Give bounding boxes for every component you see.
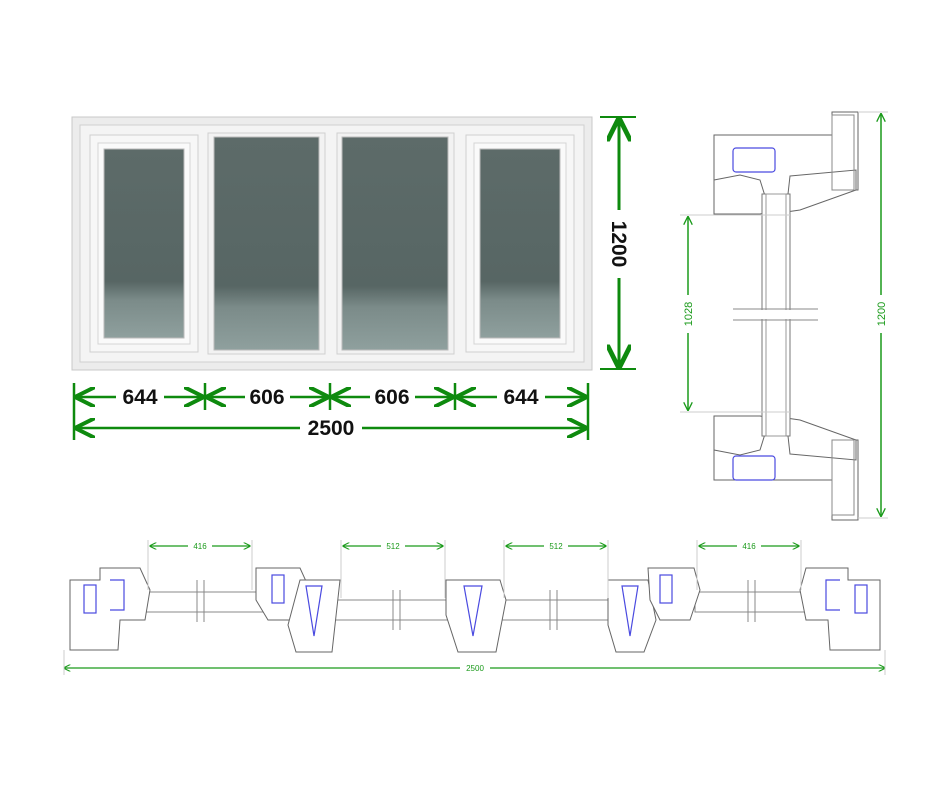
pane-2-width-label: 606 — [249, 386, 284, 409]
section-width-label: 2500 — [466, 664, 484, 673]
vertical-section: 1028 1200 — [680, 111, 888, 521]
height-label: 1200 — [607, 221, 630, 268]
glass-width-2-label: 512 — [386, 542, 400, 551]
total-width-label: 2500 — [308, 417, 355, 440]
pane-1-width-label: 644 — [122, 386, 157, 409]
pane-width-dimensions — [72, 383, 590, 440]
pane-2 — [207, 132, 326, 355]
pane-1 — [89, 134, 199, 353]
window-elevation — [71, 116, 593, 371]
glass-width-3-label: 512 — [549, 542, 563, 551]
glass-width-4-label: 416 — [742, 542, 756, 551]
pane-3-width-label: 606 — [374, 386, 409, 409]
horizontal-section: 416 512 512 416 2500 — [64, 540, 885, 675]
pane-4-width-label: 644 — [503, 386, 538, 409]
glass-height-label: 1028 — [683, 302, 695, 326]
pane-4 — [465, 134, 575, 353]
height-dimension: 1200 — [600, 116, 636, 370]
pane-3 — [336, 132, 455, 355]
section-height-label: 1200 — [876, 302, 888, 326]
glass-width-1-label: 416 — [193, 542, 207, 551]
